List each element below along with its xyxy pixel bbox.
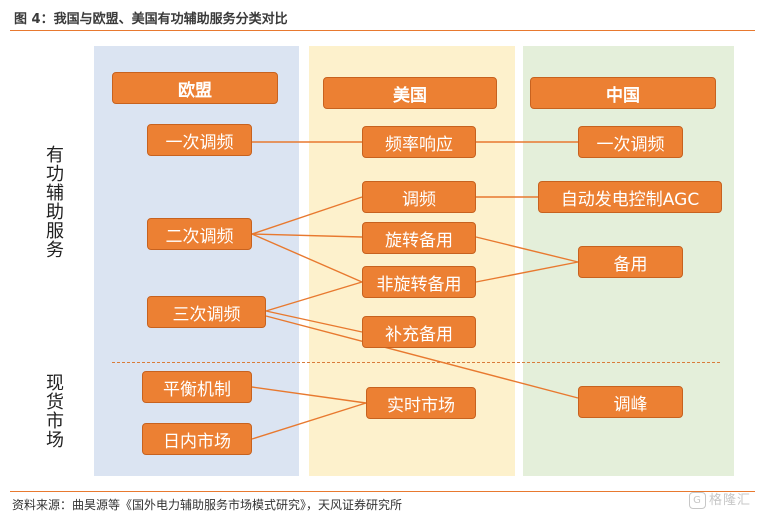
eu-balancing-mechanism-node: 平衡机制 bbox=[142, 371, 252, 403]
us-non-spinning-reserve-node: 非旋转备用 bbox=[362, 266, 476, 298]
cn-primary-frequency-node: 一次调频 bbox=[578, 126, 683, 158]
figure-title: 图 4：我国与欧盟、美国有功辅助服务分类对比 bbox=[14, 12, 288, 27]
cn-peak-shaving-node: 调峰 bbox=[578, 386, 683, 418]
eu-intraday-market-node: 日内市场 bbox=[142, 423, 252, 455]
eu-secondary-frequency-node: 二次调频 bbox=[147, 218, 252, 250]
eu-primary-frequency-node: 一次调频 bbox=[147, 124, 252, 156]
spot-market-label: 现货市场 bbox=[46, 373, 64, 451]
bottom-divider bbox=[10, 491, 755, 492]
link-eu-secondary-us-regulation bbox=[251, 196, 363, 235]
link-eu-secondary-us-nonspinning bbox=[251, 233, 363, 283]
eu-tertiary-frequency-node: 三次调频 bbox=[147, 296, 266, 328]
eu-header: 欧盟 bbox=[112, 72, 278, 104]
link-eu-tertiary-us-nonspinning bbox=[265, 281, 363, 312]
top-divider bbox=[10, 30, 755, 31]
watermark-text: 格隆汇 bbox=[708, 493, 751, 508]
eu-panel bbox=[94, 46, 299, 476]
us-supplemental-reserve-node: 补充备用 bbox=[362, 316, 476, 348]
us-header: 美国 bbox=[323, 77, 497, 109]
link-eu-tertiary-cn-peak bbox=[265, 315, 579, 399]
active-power-ancillary-label: 有功辅助服务 bbox=[46, 145, 64, 261]
link-us-spinning-cn-reserve bbox=[475, 236, 579, 263]
link-eu-intraday-us-realtime bbox=[251, 402, 367, 440]
cn-header: 中国 bbox=[530, 77, 716, 109]
section-separator bbox=[112, 362, 720, 363]
source-note: 资料来源：曲昊源等《国外电力辅助服务市场模式研究》，天风证券研究所 bbox=[12, 498, 403, 512]
cn-agc-node: 自动发电控制AGC bbox=[538, 181, 722, 213]
link-eu-secondary-us-spinning bbox=[251, 233, 363, 238]
link-eu-tertiary-us-supplemental bbox=[265, 310, 363, 333]
link-eu-balancing-us-realtime bbox=[251, 386, 367, 404]
us-frequency-response-node: 频率响应 bbox=[362, 126, 476, 158]
link-us-nonspinning-cn-reserve bbox=[475, 261, 579, 283]
us-regulation-node: 调频 bbox=[362, 181, 476, 213]
cn-reserve-node: 备用 bbox=[578, 246, 683, 278]
watermark-logo-icon: G bbox=[688, 492, 706, 509]
us-realtime-market-node: 实时市场 bbox=[366, 387, 476, 419]
us-spinning-reserve-node: 旋转备用 bbox=[362, 222, 476, 254]
